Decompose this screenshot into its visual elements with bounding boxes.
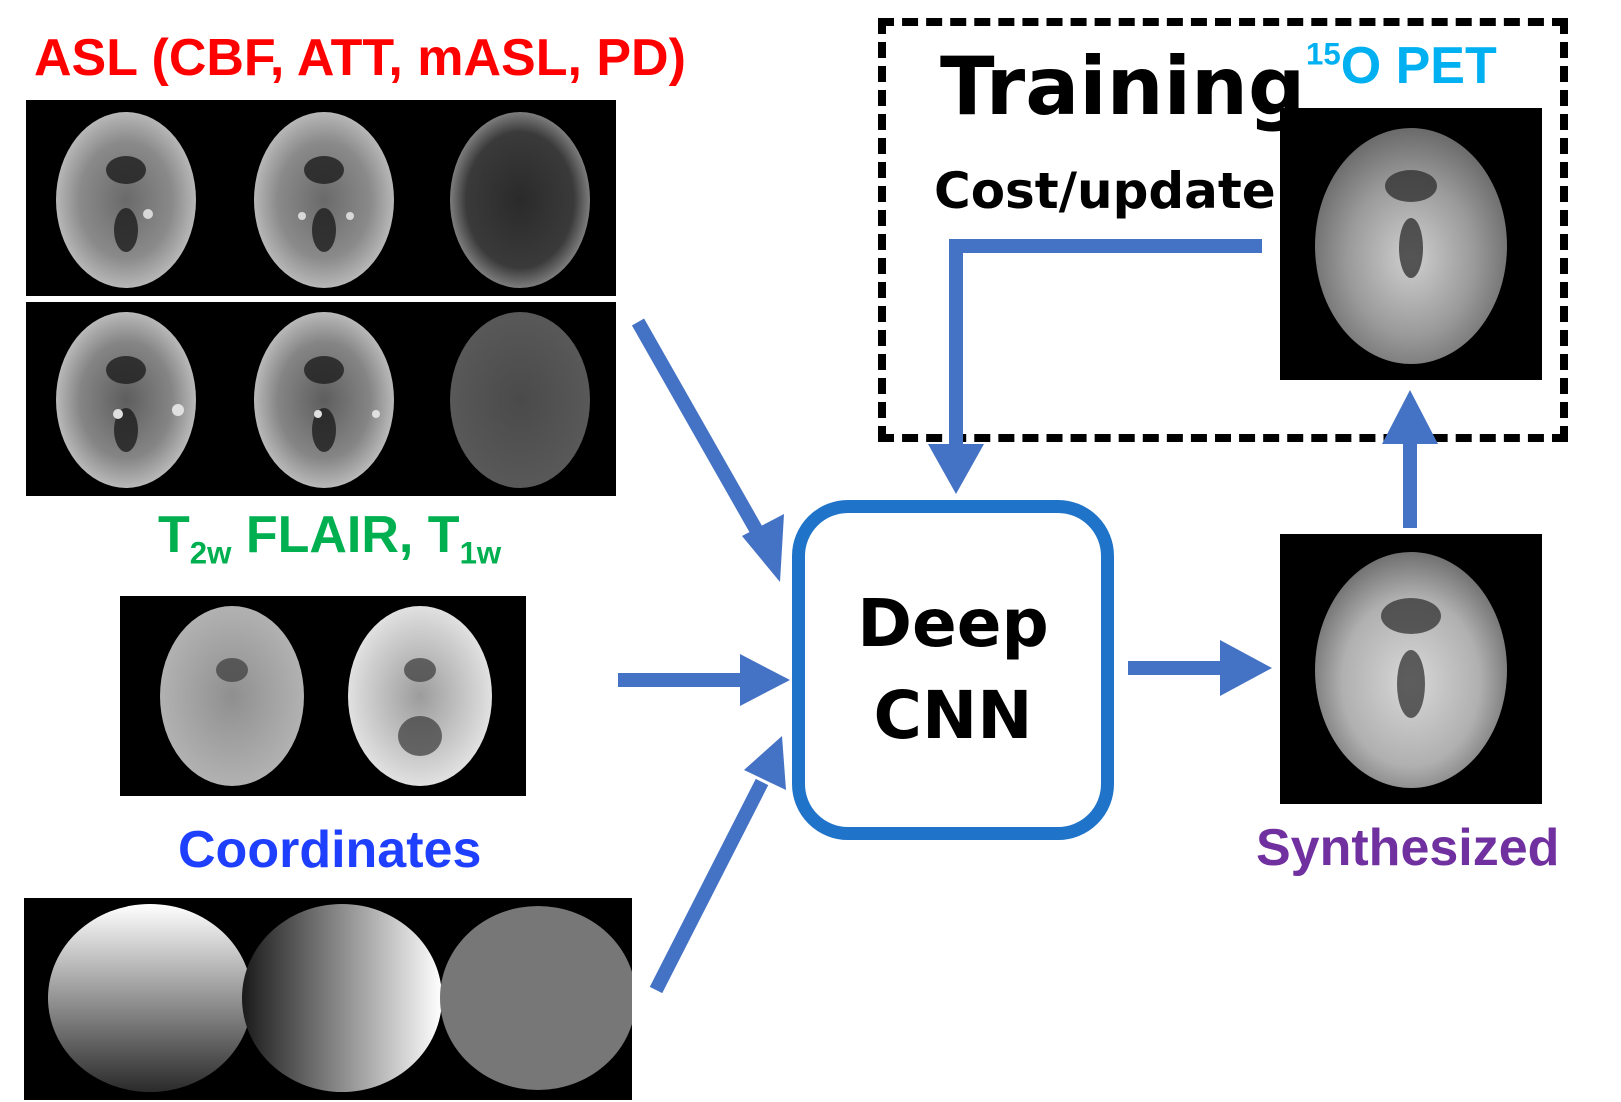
mri-label-t2: T: [158, 506, 190, 564]
brain-image: [160, 606, 304, 786]
brain-image: [348, 606, 492, 786]
cnn-label-line2: CNN: [873, 677, 1033, 754]
arrow-cnn-to-synthesized: [1128, 640, 1272, 696]
coordinate-map-constant: [440, 906, 632, 1090]
pet-label: 15O PET: [1306, 36, 1497, 96]
mri-panel: [120, 596, 526, 796]
mri-label-mid: FLAIR, T: [231, 506, 460, 564]
pet-label-text: O PET: [1340, 37, 1497, 95]
coordinates-panel: [24, 898, 632, 1100]
deep-cnn-box: Deep CNN: [792, 500, 1114, 840]
mri-label: T2w FLAIR, T1w: [158, 505, 501, 571]
asl-label: ASL (CBF, ATT, mASL, PD): [34, 29, 686, 87]
coordinate-map-vertical: [48, 904, 252, 1092]
brain-image: [254, 112, 394, 288]
arrow-mri-to-cnn: [618, 654, 790, 706]
training-label: Training: [940, 40, 1306, 133]
mri-label-t2-sub: 2w: [189, 535, 232, 571]
brain-image: [450, 312, 590, 488]
pet-panel: [1280, 108, 1542, 380]
synthesized-label: Synthesized: [1256, 819, 1560, 877]
brain-image: [56, 312, 196, 488]
coordinates-label: Coordinates: [178, 821, 482, 879]
pet-label-isotope: 15: [1306, 36, 1341, 72]
coordinate-map-horizontal: [242, 904, 442, 1092]
arrow-asl-to-cnn: [631, 318, 784, 582]
brain-image: [56, 112, 196, 288]
cnn-label-line1: Deep: [857, 585, 1049, 662]
asl-panel-top: [26, 100, 616, 296]
arrow-coordinates-to-cnn: [649, 736, 786, 994]
brain-image: [450, 112, 590, 288]
cost-update-label: Cost/update: [934, 162, 1276, 220]
synthesized-panel: [1280, 534, 1542, 804]
brain-image: [254, 312, 394, 488]
asl-panel-bottom: [26, 302, 616, 496]
mri-label-t1-sub: 1w: [459, 535, 502, 571]
